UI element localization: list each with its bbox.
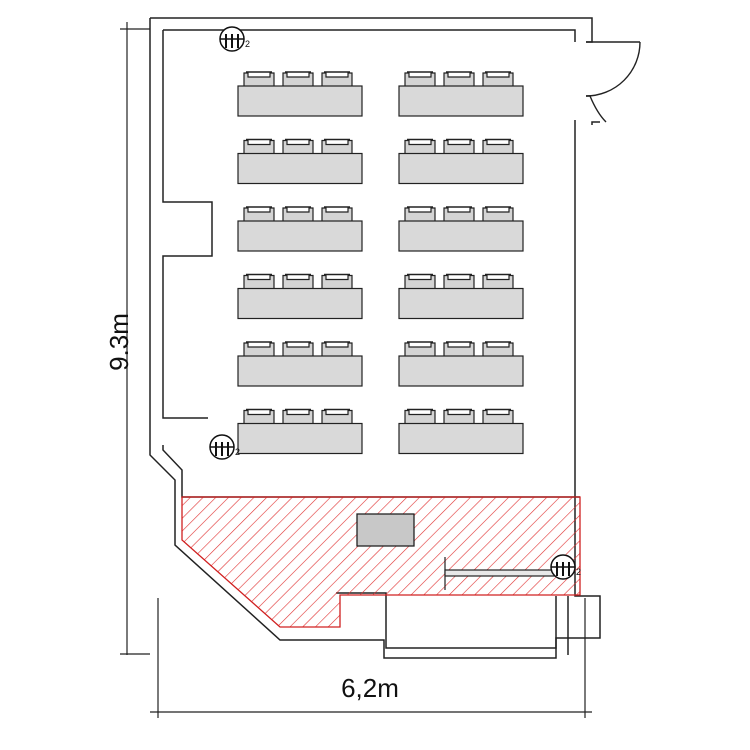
chair <box>404 409 436 424</box>
chair <box>282 342 314 356</box>
projection-screen <box>356 513 415 547</box>
table-with-chairs <box>237 341 363 387</box>
height-dimension <box>120 22 150 655</box>
table <box>398 85 524 117</box>
table-with-chairs <box>398 273 524 320</box>
table-with-chairs <box>237 71 363 117</box>
chair <box>443 207 475 221</box>
chair <box>243 274 275 289</box>
table-with-chairs <box>398 408 524 455</box>
chair <box>243 139 275 154</box>
table <box>237 85 363 117</box>
chair <box>321 139 353 154</box>
chair <box>321 207 353 221</box>
table-with-chairs <box>237 138 363 185</box>
chair <box>482 409 514 424</box>
chair <box>482 342 514 356</box>
chair <box>443 409 475 424</box>
chair <box>321 342 353 356</box>
table-with-chairs <box>237 273 363 320</box>
chair <box>282 274 314 289</box>
chair <box>282 207 314 221</box>
table <box>398 220 524 252</box>
height-label: 9.3m <box>104 313 134 371</box>
table-with-chairs <box>398 138 524 185</box>
table <box>237 152 363 185</box>
width-dimension <box>150 598 592 718</box>
chair <box>282 72 314 86</box>
chair <box>482 207 514 221</box>
table-with-chairs <box>237 408 363 455</box>
table-with-chairs <box>398 71 524 117</box>
chair <box>404 342 436 356</box>
table <box>237 287 363 320</box>
chair <box>443 72 475 86</box>
table-with-chairs <box>237 206 363 252</box>
wall-fixture-stage: 2 <box>550 554 581 580</box>
chair <box>321 72 353 86</box>
wall-fixture-top: 2 <box>219 26 250 52</box>
table <box>398 422 524 455</box>
chair <box>482 274 514 289</box>
chair <box>482 139 514 154</box>
presentation-area-hatched <box>181 496 581 628</box>
table-with-chairs <box>398 206 524 252</box>
table <box>237 422 363 455</box>
chair <box>243 207 275 221</box>
fixture-tag: 2 <box>235 447 240 457</box>
table <box>237 220 363 252</box>
chair <box>243 72 275 86</box>
chair <box>404 207 436 221</box>
chair <box>321 409 353 424</box>
table <box>398 355 524 387</box>
chair <box>443 342 475 356</box>
table <box>398 152 524 185</box>
table-with-chairs <box>398 341 524 387</box>
chair <box>482 72 514 86</box>
width-label: 6,2m <box>341 673 399 703</box>
chair <box>443 139 475 154</box>
wall-fixture-left: 2 <box>209 434 240 460</box>
chair <box>321 274 353 289</box>
chair <box>443 274 475 289</box>
fixture-tag: 2 <box>245 39 250 49</box>
chair <box>404 139 436 154</box>
seating-area <box>237 71 524 455</box>
fixture-tag: 2 <box>576 567 581 577</box>
chair <box>404 72 436 86</box>
chair <box>243 342 275 356</box>
table <box>237 355 363 387</box>
entrance-door[interactable] <box>585 41 641 123</box>
chair <box>282 139 314 154</box>
chair <box>404 274 436 289</box>
chair <box>282 409 314 424</box>
chair <box>243 409 275 424</box>
table <box>398 287 524 320</box>
